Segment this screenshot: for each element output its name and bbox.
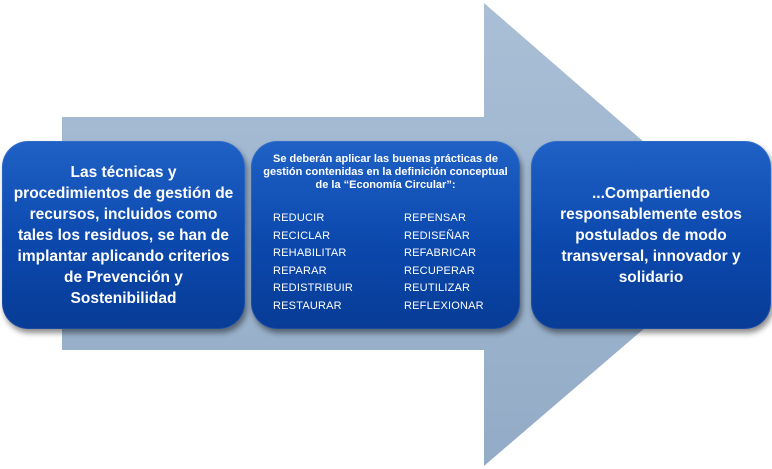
prevention-text: Las técnicas y procedimientos de gestión… <box>13 163 234 307</box>
practice-item: REDISEÑAR <box>404 229 470 242</box>
practice-item: REFABRICAR <box>404 247 477 259</box>
practice-item: REPENSAR <box>404 212 467 224</box>
practice-item: REDUCIR <box>273 212 325 224</box>
practice-item: REUTILIZAR <box>404 282 471 294</box>
practices-columns: REDUCIR RECICLAR REHABILITAR REPARAR RED… <box>261 210 510 315</box>
sharing-text: ...Compartiendo responsablemente estos p… <box>560 184 742 286</box>
practice-item: REDISTRIBUIR <box>273 282 354 294</box>
practice-item: REPARAR <box>273 264 327 277</box>
practices-list-left: REDUCIR RECICLAR REHABILITAR REPARAR RED… <box>273 210 353 315</box>
circular-economy-box: Se deberán aplicar las buenas prácticas … <box>251 141 520 329</box>
circular-economy-intro: Se deberán aplicar las buenas prácticas … <box>263 153 508 191</box>
practice-item: RECUPERAR <box>404 264 475 277</box>
practice-item: RESTAURAR <box>273 299 342 312</box>
practice-item: RECICLAR <box>273 229 331 242</box>
prevention-box: Las técnicas y procedimientos de gestión… <box>2 141 245 329</box>
practice-item: REHABILITAR <box>273 247 347 259</box>
sharing-box: ...Compartiendo responsablemente estos p… <box>531 141 771 329</box>
practice-item: REFLEXIONAR <box>404 299 484 312</box>
practices-list-right: REPENSAR REDISEÑAR REFABRICAR RECUPERAR … <box>404 210 496 315</box>
